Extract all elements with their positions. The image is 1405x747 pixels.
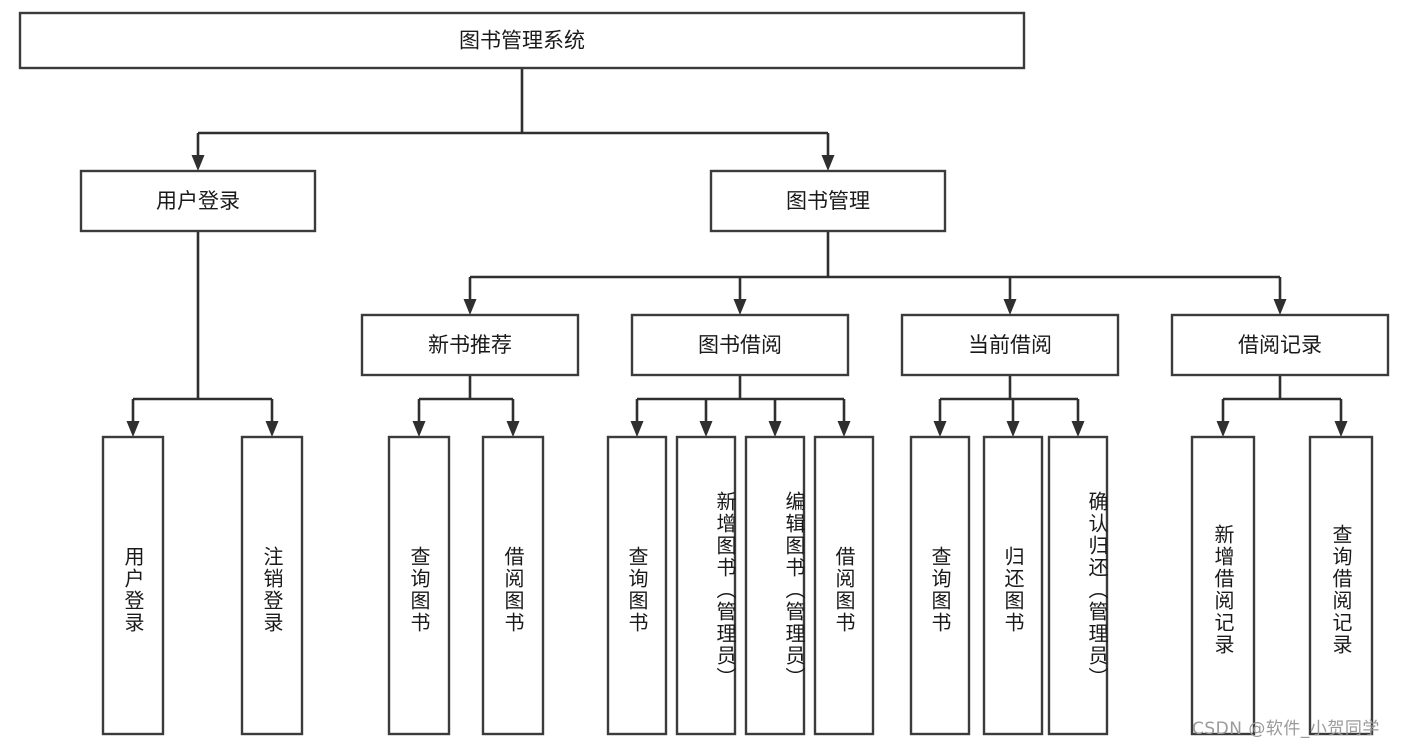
node-box-leaf-return-book[interactable] — [982, 435, 1044, 736]
arrow-head-icon — [265, 421, 279, 437]
node-label-book-borrow: 图书借阅 — [698, 333, 782, 357]
arrow-head-icon — [699, 421, 713, 437]
node-box-new-book-recommend[interactable] — [360, 313, 580, 377]
node-box-leaf-logout[interactable] — [240, 435, 304, 736]
node-box-leaf-query-book-borrow[interactable] — [606, 435, 668, 736]
arrow-head-icon — [191, 155, 205, 171]
arrow-head-icon — [1071, 421, 1085, 437]
node-box-leaf-query-book-recommend[interactable] — [387, 435, 451, 736]
arrow-head-icon — [463, 299, 477, 315]
csdn-watermark: CSDN @软件_小贺同学 — [1192, 719, 1380, 739]
arrow-head-icon — [506, 421, 520, 437]
arrow-head-icon — [1216, 421, 1230, 437]
arrow-head-icon — [1273, 299, 1287, 315]
arrow-head-icon — [1006, 421, 1020, 437]
node-box-leaf-borrow-book-recommend[interactable] — [481, 435, 545, 736]
arrow-head-icon — [933, 421, 947, 437]
node-box-current-borrow[interactable] — [900, 313, 1120, 377]
node-box-borrow-record[interactable] — [1170, 313, 1390, 377]
node-box-leaf-confirm-return[interactable] — [1047, 435, 1109, 736]
arrow-head-icon — [1334, 421, 1348, 437]
node-label-new-book-recommend: 新书推荐 — [428, 333, 512, 357]
node-box-leaf-query-record[interactable] — [1308, 435, 1374, 736]
arrow-head-icon — [1003, 299, 1017, 315]
node-box-leaf-user-login[interactable] — [101, 435, 165, 736]
arrow-head-icon — [126, 421, 140, 437]
node-box-leaf-add-book[interactable] — [675, 435, 737, 736]
arrow-head-icon — [821, 155, 835, 171]
node-box-leaf-borrow-book[interactable] — [813, 435, 875, 736]
node-label-borrow-record: 借阅记录 — [1238, 333, 1322, 357]
node-box-book-management[interactable] — [709, 169, 947, 233]
connectors-layer — [126, 68, 1348, 437]
node-box-root[interactable] — [18, 11, 1026, 70]
node-box-leaf-edit-book[interactable] — [744, 435, 806, 736]
arrow-head-icon — [837, 421, 851, 437]
arrow-head-icon — [630, 421, 644, 437]
boxes-layer — [18, 11, 1390, 736]
arrow-head-icon — [733, 299, 747, 315]
node-label-current-borrow: 当前借阅 — [968, 333, 1052, 357]
node-label-user-login: 用户登录 — [156, 189, 240, 213]
node-box-user-login[interactable] — [79, 169, 317, 233]
node-label-book-management: 图书管理 — [786, 189, 870, 213]
node-box-leaf-add-record[interactable] — [1190, 435, 1256, 736]
node-box-book-borrow[interactable] — [630, 313, 850, 377]
node-box-leaf-query-book-current[interactable] — [909, 435, 971, 736]
arrow-head-icon — [412, 421, 426, 437]
node-label-root: 图书管理系统 — [459, 29, 585, 53]
arrow-head-icon — [768, 421, 782, 437]
